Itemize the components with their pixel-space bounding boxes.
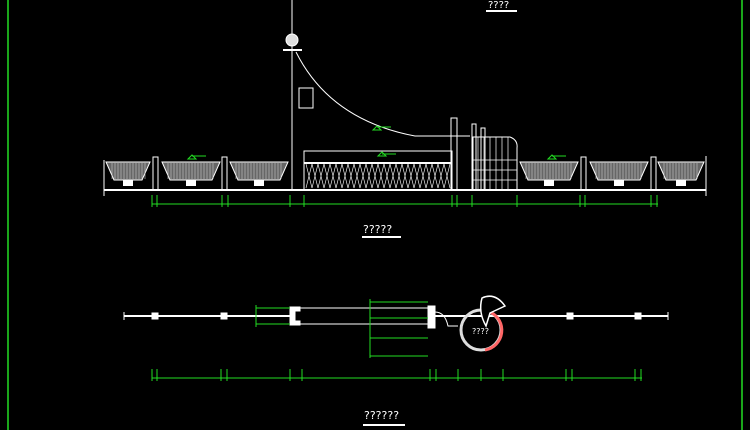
level-markers [186, 125, 566, 160]
lattice-bar [341, 163, 349, 189]
planter [657, 161, 705, 186]
post [650, 156, 657, 191]
lattice-bar [431, 163, 439, 189]
lattice-bar [323, 163, 331, 189]
elevation-view [103, 0, 707, 196]
pole-ornament [285, 33, 299, 47]
planter-base [123, 180, 133, 186]
lattice-bar [389, 163, 397, 189]
lattice-pattern [305, 163, 451, 189]
post [152, 156, 159, 191]
lattice-bar [359, 163, 367, 189]
lattice-bar [311, 163, 319, 189]
elevation-dimension-line [151, 195, 658, 207]
planter [519, 161, 579, 186]
lattice-bar [413, 163, 421, 189]
planter [589, 161, 649, 186]
lattice-bar [305, 163, 313, 189]
elevation-label: ????? [363, 223, 392, 236]
plan-dimension-line [151, 369, 642, 381]
top-label: ???? [488, 0, 509, 11]
planter-body [161, 161, 221, 181]
planters [105, 161, 705, 186]
lattice-bar [419, 163, 427, 189]
lattice-bar [407, 163, 415, 189]
end-bracket [289, 306, 301, 326]
lattice-bar [353, 163, 361, 189]
planter-body [589, 161, 649, 181]
main-wall [303, 150, 453, 191]
planter-body [519, 161, 579, 181]
lattice-bar [371, 163, 379, 189]
lattice-bar [377, 163, 385, 189]
plan-side-dimensions [255, 299, 428, 358]
tower-lines [473, 137, 517, 190]
corridor [293, 307, 431, 325]
lattice-bar [401, 163, 409, 189]
fan-canopy [479, 295, 507, 328]
lattice-bar [317, 163, 325, 189]
lattice-bar [335, 163, 343, 189]
planter-base [544, 180, 554, 186]
plan-label: ?????? [364, 409, 399, 422]
plan-view [123, 295, 669, 352]
post [221, 156, 228, 191]
window [298, 87, 314, 109]
cylinder-tower [472, 136, 518, 191]
planter-body [657, 161, 705, 181]
pavilion-arc-highlight [484, 310, 504, 352]
lattice-bar [383, 163, 391, 189]
lattice-bar [347, 163, 355, 189]
curved-roof [295, 51, 470, 137]
post [580, 156, 587, 191]
planter [105, 161, 151, 186]
pavilion-label: ???? [472, 327, 489, 336]
planter-body [105, 161, 151, 181]
planter [161, 161, 221, 186]
lattice-bar [365, 163, 373, 189]
lattice-bar [425, 163, 433, 189]
lattice-bar [437, 163, 445, 189]
lattice-bar [443, 163, 451, 189]
planter-base [676, 180, 686, 186]
planter-base [186, 180, 196, 186]
lattice-bar [329, 163, 337, 189]
planter [229, 161, 289, 186]
planter-base [254, 180, 264, 186]
planter-body [229, 161, 289, 181]
planter-base [614, 180, 624, 186]
lattice-bar [395, 163, 403, 189]
